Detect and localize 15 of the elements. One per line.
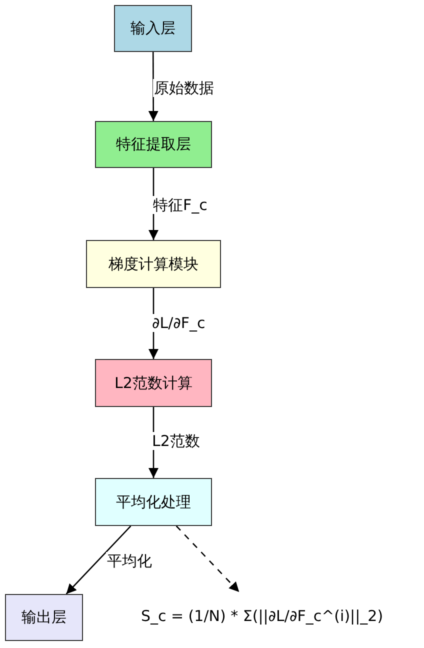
edge-label: ∂L/∂F_c <box>151 314 206 332</box>
process-box: L2范数计算 <box>95 359 212 407</box>
process-box: 平均化处理 <box>95 478 212 526</box>
process-box: 梯度计算模块 <box>86 240 221 288</box>
arrow <box>66 526 132 594</box>
formula-text: S_c = (1/N) * Σ(||∂L/∂F_c^(i)||_2) <box>112 592 412 640</box>
process-box: 特征提取层 <box>95 121 212 168</box>
edge-label: 原始数据 <box>153 79 215 97</box>
process-box: 输出层 <box>5 594 83 641</box>
edge-label: 平均化 <box>106 552 153 570</box>
edge-label: L2范数 <box>151 432 201 450</box>
edge-label: 特征F_c <box>152 196 208 214</box>
arrow <box>176 526 240 592</box>
arrow <box>148 52 158 121</box>
process-box: 输入层 <box>114 5 192 52</box>
